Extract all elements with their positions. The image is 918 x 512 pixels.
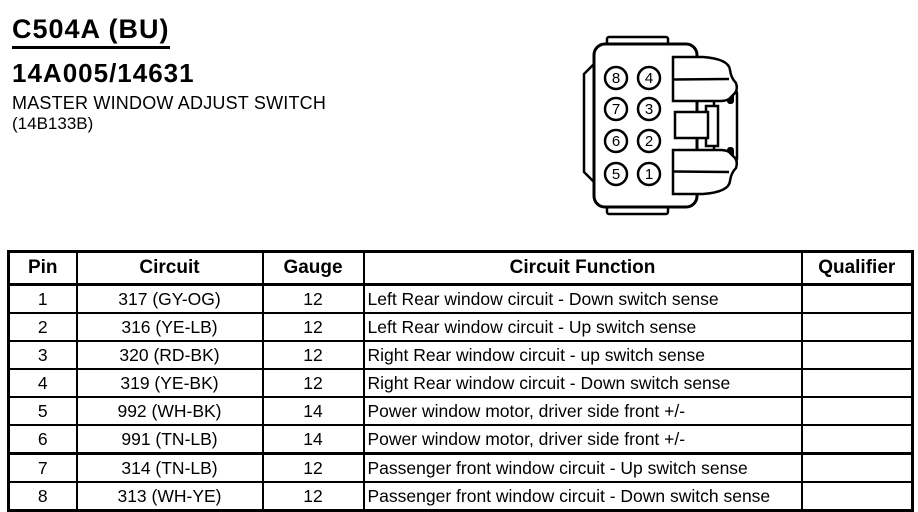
qualifier-cell (800, 312, 914, 342)
gauge-cell: 12 (261, 481, 365, 512)
pin-number: 2 (645, 133, 653, 150)
circuit-cell: 991 (TN-LB) (75, 424, 264, 455)
col-header-qualifier: Qualifier (800, 250, 914, 286)
pin-circle (603, 65, 629, 91)
component-code: (14B133B) (12, 114, 94, 133)
gauge-cell: 14 (261, 396, 365, 426)
circuit-cell: 314 (TN-LB) (75, 452, 264, 483)
gauge-cell: 12 (261, 340, 365, 370)
table-row: 1 317 (GY-OG) 12 Left Rear window circui… (7, 283, 914, 314)
pin-circle (636, 128, 662, 154)
connector-diagram: 8 4 7 3 6 2 5 1 (582, 35, 739, 216)
gauge-cell: 12 (261, 368, 365, 398)
pin-number: 4 (645, 70, 653, 87)
pin-cell: 7 (7, 452, 78, 483)
pin-cell: 8 (7, 481, 78, 512)
function-cell: Power window motor, driver side front +/… (362, 424, 803, 455)
circuit-cell: 313 (WH-YE) (75, 481, 264, 512)
pin-cell: 5 (7, 396, 78, 426)
gauge-cell: 12 (261, 312, 365, 342)
pin-circle (603, 128, 629, 154)
gauge-cell: 12 (261, 283, 365, 314)
gauge-cell: 14 (261, 424, 365, 455)
pin-circle (603, 96, 629, 122)
qualifier-cell (800, 368, 914, 398)
table-row: 8 313 (WH-YE) 12 Passenger front window … (7, 481, 914, 512)
table-row: 5 992 (WH-BK) 14 Power window motor, dri… (7, 396, 914, 426)
table-row: 7 314 (TN-LB) 12 Passenger front window … (7, 452, 914, 483)
component-name: MASTER WINDOW ADJUST SWITCH (12, 93, 327, 113)
bottom-wing-line (672, 170, 730, 174)
pin-circle (636, 65, 662, 91)
pin-circle (603, 161, 629, 187)
col-header-function: Circuit Function (362, 250, 803, 286)
qualifier-cell (800, 283, 914, 314)
pin-cell: 4 (7, 368, 78, 398)
pin-number: 5 (612, 166, 620, 183)
function-cell: Right Rear window circuit - up switch se… (362, 340, 803, 370)
pin-number: 8 (612, 70, 620, 87)
part-number: 14A005/14631 (12, 58, 195, 88)
connector-id-title: C504A (BU) (12, 14, 170, 49)
pin-number: 6 (612, 133, 620, 150)
pin-number: 1 (645, 166, 653, 183)
connector-key-large (673, 110, 710, 140)
function-cell: Passenger front window circuit - Down sw… (362, 481, 803, 512)
table-row: 3 320 (RD-BK) 12 Right Rear window circu… (7, 340, 914, 370)
pin-cell: 6 (7, 424, 78, 455)
qualifier-cell (800, 452, 914, 483)
pinout-table: Pin Circuit Gauge Circuit Function Quali… (7, 250, 914, 512)
circuit-cell: 317 (GY-OG) (75, 283, 264, 314)
pin-circle (636, 96, 662, 122)
top-wing-line (672, 77, 730, 81)
gauge-cell: 12 (261, 452, 365, 483)
col-header-gauge: Gauge (261, 250, 365, 286)
table-row: 4 319 (YE-BK) 12 Right Rear window circu… (7, 368, 914, 398)
function-cell: Left Rear window circuit - Up switch sen… (362, 312, 803, 342)
function-cell: Left Rear window circuit - Down switch s… (362, 283, 803, 314)
pin-circle (636, 161, 662, 187)
qualifier-cell (800, 424, 914, 455)
pin-cell: 2 (7, 312, 78, 342)
qualifier-cell (800, 481, 914, 512)
pin-cell: 3 (7, 340, 78, 370)
circuit-cell: 992 (WH-BK) (75, 396, 264, 426)
pin-number: 3 (645, 101, 653, 118)
col-header-pin: Pin (7, 250, 78, 286)
circuit-cell: 319 (YE-BK) (75, 368, 264, 398)
table-row: 2 316 (YE-LB) 12 Left Rear window circui… (7, 312, 914, 342)
table-row: 6 991 (TN-LB) 14 Power window motor, dri… (7, 424, 914, 455)
table-header-row: Pin Circuit Gauge Circuit Function Quali… (7, 250, 914, 286)
pin-cell: 1 (7, 283, 78, 314)
qualifier-cell (800, 396, 914, 426)
function-cell: Power window motor, driver side front +/… (362, 396, 803, 426)
function-cell: Right Rear window circuit - Down switch … (362, 368, 803, 398)
pin-number: 7 (612, 101, 620, 118)
circuit-cell: 316 (YE-LB) (75, 312, 264, 342)
col-header-circuit: Circuit (75, 250, 264, 286)
qualifier-cell (800, 340, 914, 370)
function-cell: Passenger front window circuit - Up swit… (362, 452, 803, 483)
circuit-cell: 320 (RD-BK) (75, 340, 264, 370)
